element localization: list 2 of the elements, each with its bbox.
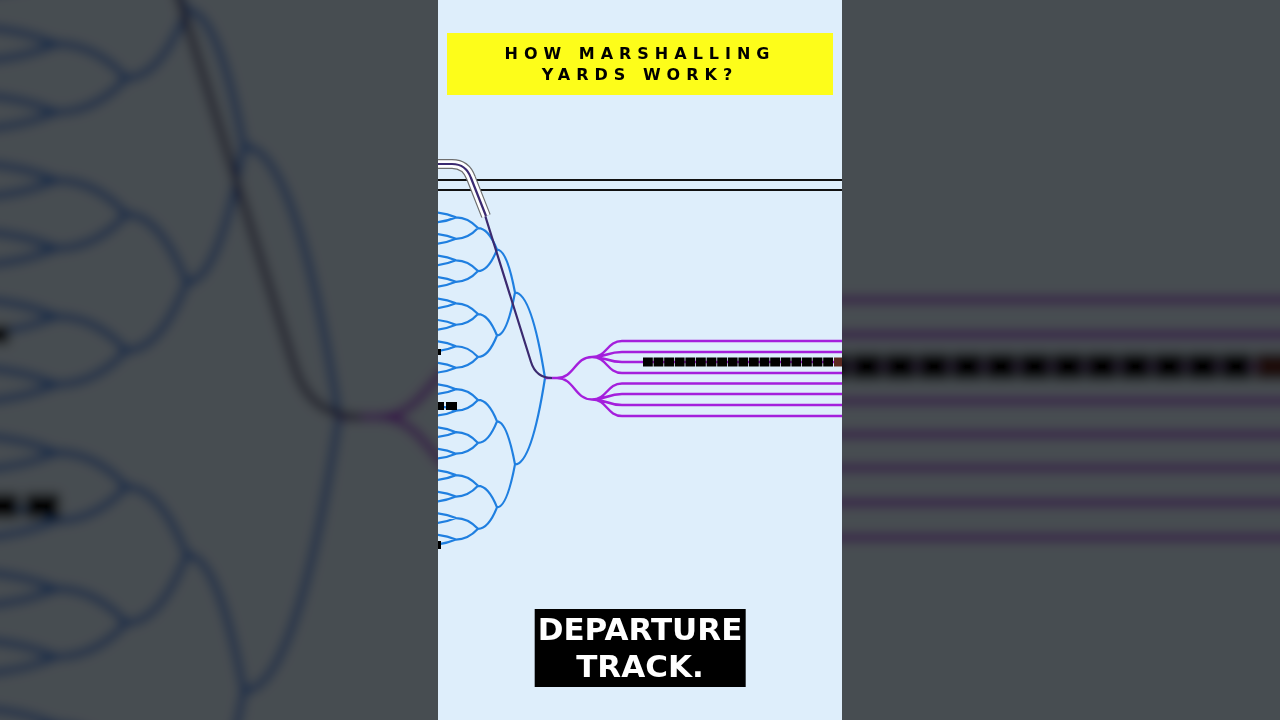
title-banner: HOW MARSHALLING YARDS WORK? bbox=[447, 33, 833, 95]
caption: DEPARTURE TRACK. bbox=[534, 609, 746, 687]
